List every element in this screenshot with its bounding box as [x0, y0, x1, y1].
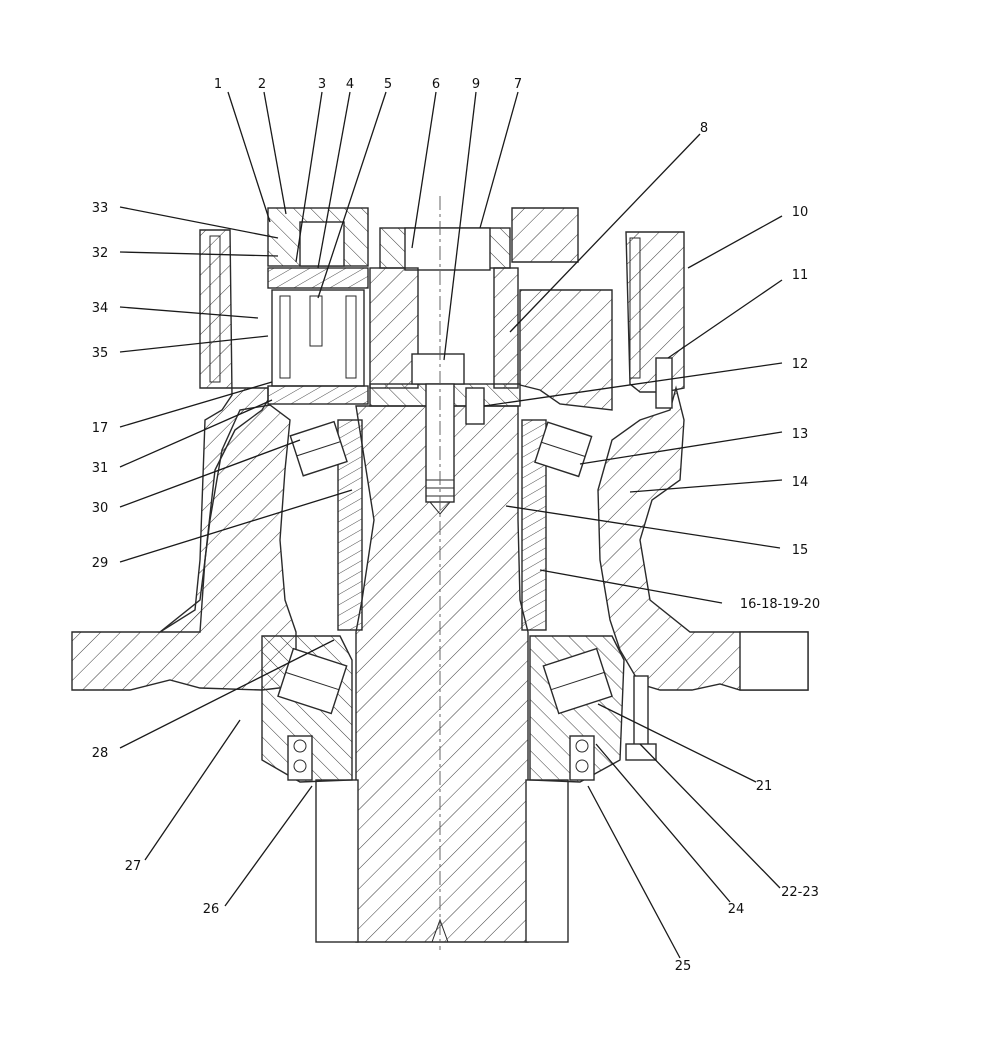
planet-carrier	[267, 207, 521, 407]
callout-label: 10	[792, 205, 809, 220]
callout-label: 15	[792, 543, 809, 558]
callout-label: 29	[92, 556, 109, 571]
sleeve	[315, 419, 569, 943]
callout-label: 1	[214, 77, 222, 92]
callout-label: 17	[92, 421, 109, 436]
callout-label: 2	[258, 77, 266, 92]
callout-label: 6	[432, 77, 440, 92]
callout-label: 35	[92, 346, 109, 361]
callout-label: 22-23	[781, 885, 819, 900]
callout-label: 16-18-19-20	[740, 597, 820, 612]
callout-label: 7	[514, 77, 522, 92]
callout-label: 12	[792, 357, 809, 372]
callout-label: 14	[792, 475, 809, 490]
callout-label: 33	[92, 201, 109, 216]
leader-lines	[119, 91, 783, 959]
callout-label: 4	[346, 77, 354, 92]
callout-label: 25	[675, 959, 692, 974]
callout-labels: 1 2 3 4 5 6 9 7 8 33 32 34 35 17 31 30 2…	[92, 77, 820, 974]
callout-label: 24	[728, 902, 745, 917]
callout-label: 34	[92, 301, 109, 316]
callout-label: 9	[472, 77, 480, 92]
bearings	[209, 235, 673, 783]
callout-label: 8	[700, 121, 708, 136]
callout-label: 27	[125, 859, 142, 874]
callout-label: 28	[92, 746, 109, 761]
callout-label: 26	[203, 902, 220, 917]
main-shaft	[355, 353, 529, 943]
callout-label: 31	[92, 461, 109, 476]
callout-label: 30	[92, 501, 109, 516]
callout-label: 11	[792, 268, 809, 283]
callout-label: 32	[92, 246, 109, 261]
callout-label: 5	[384, 77, 392, 92]
callout-label: 3	[318, 77, 326, 92]
callout-label: 13	[792, 427, 809, 442]
callout-label: 21	[756, 779, 773, 794]
